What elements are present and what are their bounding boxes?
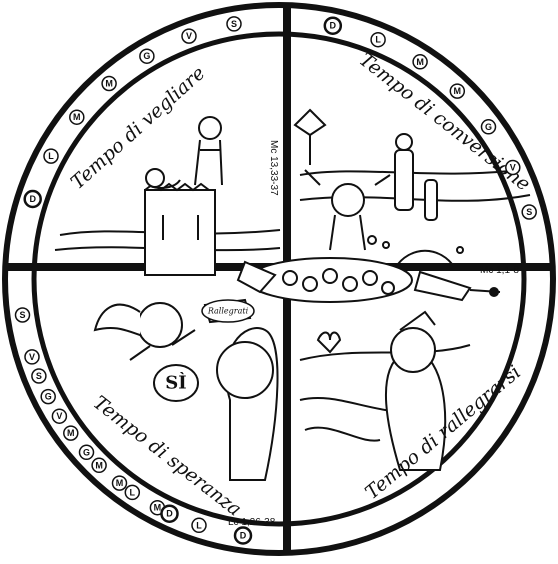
day-marker-label: V [56,411,62,421]
q2-illustration [295,110,530,268]
si-bubble-text: SÌ [165,371,186,394]
day-marker-label: L [375,35,381,45]
day-marker-label: S [231,19,237,29]
day-marker-label: L [48,151,54,161]
q1-illustration [55,117,280,275]
day-marker-label: D [166,509,173,519]
day-marker-label: G [45,392,52,402]
day-marker-label: V [29,352,35,362]
day-marker-label: M [116,478,124,488]
day-marker-label: M [154,503,162,513]
rallegrati-bubble: Rallegrati [202,300,254,322]
day-marker-label: L [196,520,202,530]
day-marker-label: G [143,51,150,61]
day-marker-label: L [130,487,136,497]
q2-reference: Mc 1,1-8 [480,265,519,276]
day-marker-label: G [485,122,492,132]
q4-illustration [300,312,470,470]
day-marker-label: D [330,21,337,31]
day-marker-label: M [73,112,81,122]
rallegrati-bubble-text: Rallegrati [207,307,249,316]
day-marker-label: G [83,447,90,457]
day-marker-label: S [36,371,42,381]
day-marker-label: V [186,31,192,41]
day-marker-label: D [240,531,247,541]
q3-reference: Lc 1,26-38 [228,517,276,528]
day-marker-label: M [105,79,113,89]
day-marker-label: M [454,86,462,96]
day-marker-label: V [510,163,516,173]
day-marker-label: D [29,194,36,204]
day-marker-label: S [526,207,532,217]
q1-reference: Mc 13,33-37 [268,140,279,196]
day-marker-label: S [19,310,25,320]
si-speech-bubble: SÌ [154,365,198,401]
day-marker-label: M [95,460,103,470]
day-marker-label: M [416,57,424,67]
q4-title: Tempo di rallegrarsi [361,361,525,504]
day-marker-label: M [67,428,75,438]
